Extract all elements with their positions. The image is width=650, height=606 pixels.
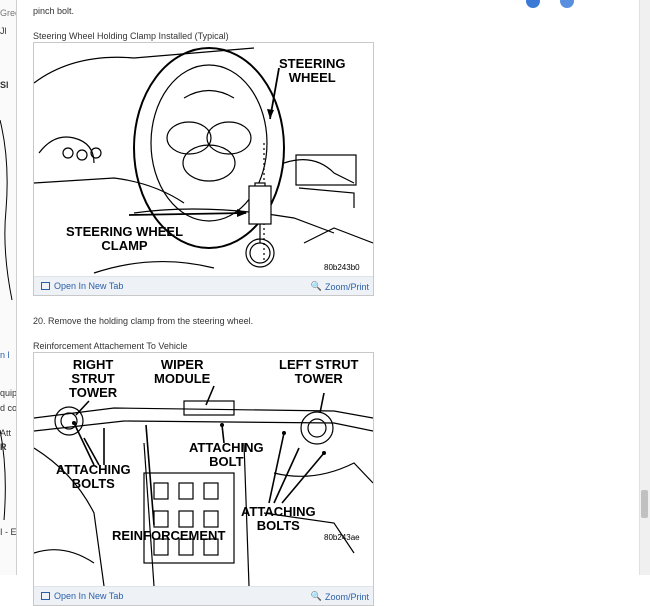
- background-fragment: Sl: [0, 80, 9, 90]
- background-fragment: n l: [0, 350, 10, 360]
- figure-toolbar: Open In New Tab 🔍 Zoom/Print: [34, 276, 373, 295]
- new-tab-icon: [41, 592, 50, 600]
- background-fragment: Green: [0, 8, 16, 18]
- background-fragment: d co: [0, 403, 17, 413]
- zoom-label: Zoom/Print: [324, 281, 369, 292]
- vertical-scrollbar[interactable]: [639, 0, 650, 575]
- background-fragment: Jl: [0, 26, 7, 36]
- figure-code: 80b243b0: [324, 263, 360, 272]
- callout-reinforcement: REINFORCEMENT: [112, 528, 226, 543]
- step-text: 20. Remove the holding clamp from the st…: [33, 316, 254, 326]
- scrollbar-thumb[interactable]: [641, 490, 648, 518]
- figure-caption: Reinforcement Attachement To Vehicle: [33, 341, 188, 351]
- intro-text: pinch bolt.: [33, 6, 75, 16]
- figure-toolbar: Open In New Tab 🔍 Zoom/Print: [34, 586, 373, 605]
- zoom-print-link[interactable]: 🔍 Zoom/Print: [311, 281, 369, 292]
- reinforcement-illustration: [34, 385, 373, 586]
- magnifier-icon: 🔍: [310, 281, 322, 291]
- steering-clamp-illustration: [34, 47, 373, 274]
- background-line-art: [0, 119, 13, 521]
- new-tab-icon: [41, 282, 50, 290]
- background-fragment: quip: [0, 388, 17, 398]
- background-window-edge: Green Jl Sl n l quip d co Att R I - Ea: [0, 0, 17, 575]
- magnifier-icon: 🔍: [310, 591, 322, 601]
- open-label: Open In New Tab: [54, 591, 124, 601]
- background-fragment: R: [0, 442, 7, 452]
- background-fragment: Att: [0, 428, 12, 438]
- figure-code: 80b243ae: [324, 533, 360, 542]
- info-icon[interactable]: [560, 0, 574, 8]
- background-fragment: I - Ea: [0, 527, 17, 537]
- open-label: Open In New Tab: [54, 281, 124, 291]
- zoom-print-link[interactable]: 🔍 Zoom/Print: [311, 591, 369, 602]
- zoom-label: Zoom/Print: [324, 591, 369, 602]
- figure-caption: Steering Wheel Holding Clamp Installed (…: [33, 31, 229, 41]
- open-in-new-tab-link[interactable]: Open In New Tab: [41, 591, 123, 601]
- open-in-new-tab-link[interactable]: Open In New Tab: [41, 281, 123, 291]
- help-icon[interactable]: [526, 0, 540, 8]
